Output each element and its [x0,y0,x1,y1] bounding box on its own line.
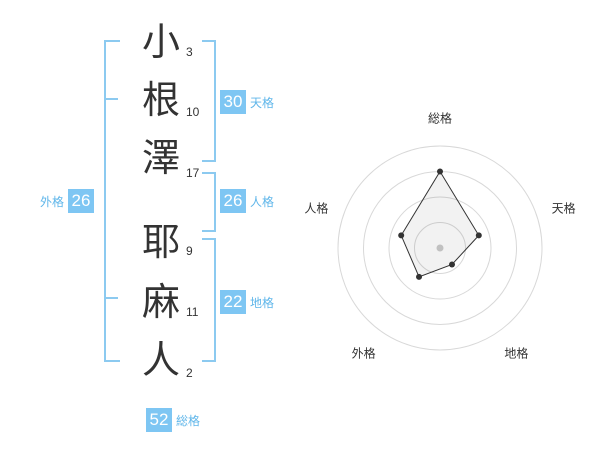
radar-point-0 [437,168,443,175]
name-char-6: 人 [141,338,180,382]
radar-axis-label-2: 地格 [504,346,529,361]
gaikaku-value: 26 [68,189,95,213]
name-char-2: 根 [141,78,180,122]
jinkaku-badge: 26 人格 [220,189,274,213]
radar-series-polygon [400,170,480,278]
radar-ring-4 [337,145,543,351]
jinkaku-value: 26 [220,189,246,213]
name-char-5: 麻 [141,280,180,324]
radar-point-1 [475,232,482,239]
jinkaku-bracket [202,172,216,232]
radar-axis-label-4: 人格 [304,201,329,216]
radar-ring-2 [388,196,492,300]
soukaku-label: 総格 [176,413,201,428]
tenkaku-value: 30 [220,90,246,114]
name-char-1: 小 [141,20,180,64]
gaikaku-tick-1 [104,98,118,100]
stroke-count-1: 3 [186,45,193,59]
tenkaku-badge: 30 天格 [220,90,274,114]
radar-point-3 [416,273,423,280]
gaikaku-label: 外格 [40,194,65,209]
chikaku-bracket [202,238,216,362]
radar-axis-label-1: 天格 [551,201,576,216]
soukaku-value: 52 [146,408,172,432]
radar-point-4 [398,232,405,239]
radar-ring-3 [363,171,517,325]
jinkaku-label: 人格 [250,194,275,209]
stroke-count-5: 11 [186,305,199,319]
chikaku-badge: 22 地格 [220,290,274,314]
radar-center-dot [436,244,444,252]
tenkaku-label: 天格 [250,95,275,110]
stroke-count-3: 17 [186,166,200,180]
tenkaku-bracket [202,40,216,162]
chikaku-label: 地格 [250,295,275,310]
radar-axis-label-3: 外格 [351,346,376,361]
gaikaku-tick-2 [104,297,118,299]
stroke-count-2: 10 [186,105,200,119]
name-char-3: 澤 [141,136,180,180]
stroke-count-6: 2 [186,366,193,380]
gaikaku-badge: 26 外格 [40,189,95,213]
radar-ring-1 [414,222,466,274]
stroke-count-4: 9 [186,244,193,258]
radar-point-2 [448,261,455,268]
name-char-4: 耶 [141,220,180,264]
soukaku-badge: 52 総格 [146,408,200,432]
chikaku-value: 22 [220,290,246,314]
radar-axis-label-0: 総格 [427,111,453,126]
gaikaku-bracket [104,40,120,362]
